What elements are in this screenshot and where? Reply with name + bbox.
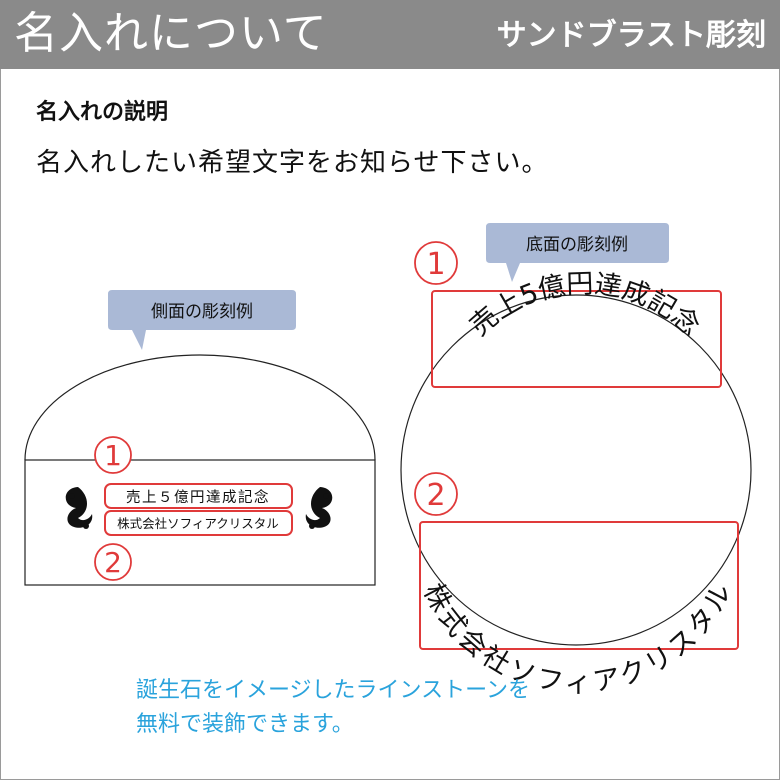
footer-line-1: 誕生石をイメージしたラインストーンを — [136, 678, 531, 703]
svg-text:1: 1 — [426, 247, 445, 282]
side-marker-2: 2 — [94, 543, 132, 581]
bottom-marker-2: 2 — [414, 472, 458, 516]
side-line2-box — [104, 510, 293, 536]
side-line2-text: 株式会社ソフィアクリスタル — [117, 516, 279, 531]
side-callout: 側面の彫刻例 — [108, 290, 296, 350]
ornament-right-icon — [305, 487, 333, 529]
side-example: 側面の彫刻例 売上５億円達成記念 株式会社ソフィアクリスタル 1 2 — [24, 290, 376, 586]
header-subtitle: サンドブラスト彫刻 — [496, 18, 766, 53]
bottom-circle-outline — [400, 294, 752, 646]
bottom-line2-box — [419, 521, 739, 650]
side-dome-outline — [24, 354, 376, 461]
ornament-left-icon — [65, 487, 93, 529]
footer-note: 誕生石をイメージしたラインストーンを 無料で装飾できます。 — [136, 674, 530, 742]
svg-text:2: 2 — [104, 546, 122, 579]
bottom-callout-label: 底面の彫刻例 — [526, 235, 628, 255]
bottom-line1-box — [431, 290, 722, 388]
side-base-outline — [24, 459, 376, 586]
bottom-marker-1: 1 — [414, 241, 458, 285]
side-marker-1: 1 — [94, 436, 132, 474]
header-bar: 名入れについて サンドブラスト彫刻 — [0, 0, 780, 69]
bottom-example: 底面の彫刻例 売上5億円達成記念 株式会社ソフィアクリスタル 1 2 — [400, 223, 752, 699]
svg-text:1: 1 — [104, 439, 122, 472]
section-title: 名入れの説明 — [36, 100, 169, 125]
svg-text:2: 2 — [426, 478, 445, 513]
bottom-callout: 底面の彫刻例 — [486, 223, 669, 282]
side-line1-text: 売上５億円達成記念 — [126, 488, 270, 506]
section-description: 名入れしたい希望文字をお知らせ下さい。 — [36, 148, 549, 178]
bottom-line1-text: 売上5億円達成記念 — [464, 269, 705, 343]
side-callout-label: 側面の彫刻例 — [151, 302, 253, 322]
header-title: 名入れについて — [14, 8, 328, 59]
footer-line-2: 無料で装飾できます。 — [136, 712, 354, 737]
side-line1-box — [104, 483, 293, 509]
